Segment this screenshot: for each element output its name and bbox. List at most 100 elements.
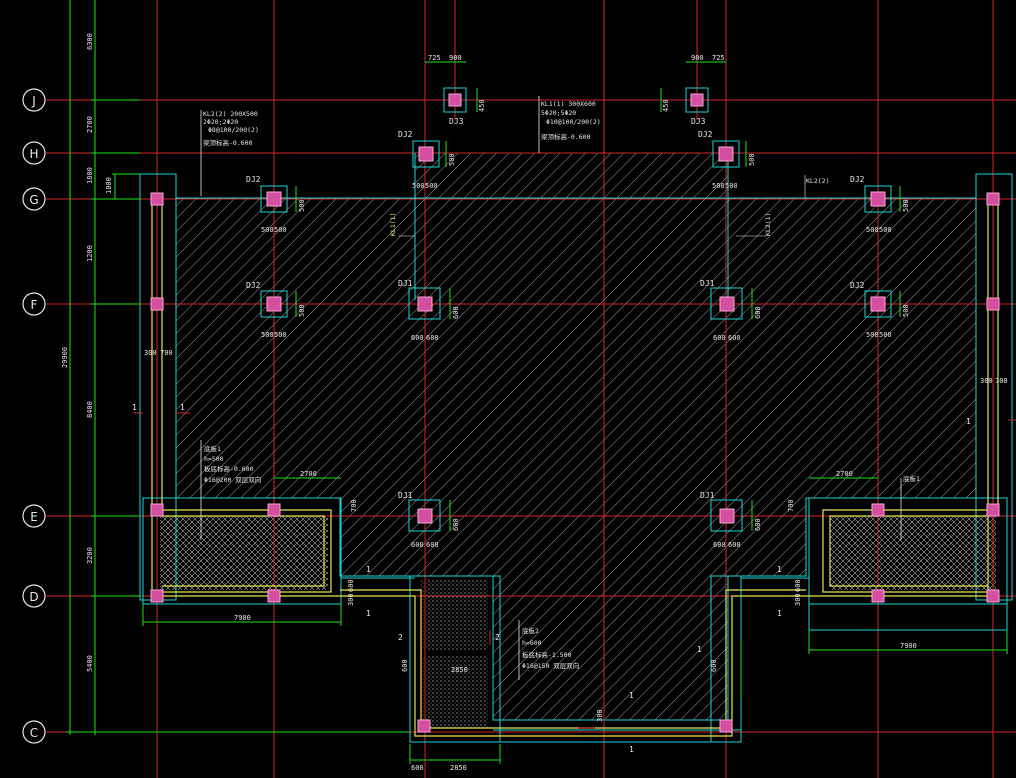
footing-dj2-f-right[interactable]: DJ2 500 500 500 — [850, 281, 910, 339]
svg-text:600: 600 — [710, 659, 718, 672]
beam-tag-kl2: KL2(1) — [764, 213, 772, 236]
svg-text:300: 300 — [794, 593, 802, 606]
svg-text:DJ2: DJ2 — [246, 175, 261, 184]
svg-text:DJ2: DJ2 — [246, 281, 261, 290]
svg-text:500: 500 — [261, 331, 274, 339]
svg-text:600: 600 — [794, 579, 802, 592]
svg-text:300: 300 — [347, 593, 355, 606]
bottom-dimensions: 7900 7900 2700 2700 600 2850 2850 600 60… — [142, 349, 1008, 772]
svg-text:500: 500 — [261, 226, 274, 234]
svg-text:底板1: 底板1 — [204, 444, 221, 453]
svg-text:725: 725 — [428, 54, 441, 62]
column[interactable] — [150, 297, 164, 311]
svg-text:5Φ20;5Φ20: 5Φ20;5Φ20 — [541, 109, 576, 117]
section-marks: 1 1 1 1 1 1 1 2 2 1 1 1 — [132, 403, 1016, 754]
svg-text:2850: 2850 — [450, 764, 467, 772]
column[interactable] — [267, 503, 281, 517]
svg-text:450: 450 — [662, 99, 670, 112]
column[interactable] — [267, 589, 281, 603]
axis-bubble-c[interactable]: C — [22, 720, 46, 744]
beam-tag-kl1: KL1(1) — [389, 213, 397, 236]
svg-text:600: 600 — [728, 541, 741, 549]
axis-bubble-e[interactable]: E — [22, 504, 46, 528]
columns — [150, 192, 1000, 733]
svg-text:500: 500 — [298, 199, 306, 212]
svg-text:1: 1 — [629, 691, 634, 700]
svg-text:Φ16@200 双层双向: Φ16@200 双层双向 — [204, 475, 261, 484]
beam-note-left[interactable]: KL2(2) 200X500 2Φ20;2Φ20 Φ8@100/200(2) 梁… — [200, 110, 259, 196]
left-dimension-chain: 1000 6300 2700 1800 1200 29900 8400 3200… — [61, 0, 410, 735]
column[interactable] — [986, 192, 1000, 206]
footing-dj2-g-right[interactable]: DJ2 500 500 500 — [850, 175, 910, 234]
column[interactable] — [150, 503, 164, 517]
svg-text:DJ2: DJ2 — [850, 175, 865, 184]
column[interactable] — [871, 589, 885, 603]
svg-text:900: 900 — [449, 54, 462, 62]
svg-text:600: 600 — [401, 659, 409, 672]
svg-text:600: 600 — [452, 518, 460, 531]
svg-text:梁顶标高-0.600: 梁顶标高-0.600 — [203, 138, 253, 147]
svg-text:1: 1 — [132, 403, 137, 412]
footing-dj1-e-left[interactable]: DJ1 600 600 600 — [398, 491, 460, 549]
svg-text:3200: 3200 — [86, 547, 94, 564]
footing-dj2-h-right[interactable]: DJ2 500 500 500 — [698, 130, 756, 190]
svg-text:300: 300 — [144, 349, 157, 357]
slab-note-right[interactable]: 底板1 — [900, 474, 920, 540]
svg-text:300: 300 — [596, 709, 604, 722]
svg-text:600: 600 — [411, 334, 424, 342]
axis-bubble-g[interactable]: G — [22, 187, 46, 211]
column[interactable] — [150, 192, 164, 206]
svg-text:7900: 7900 — [234, 614, 251, 622]
column[interactable] — [986, 589, 1000, 603]
right-crosshatch-zone — [830, 516, 996, 590]
beam-note-middle[interactable]: KL1(1) 300X600 5Φ20;5Φ20 Φ10@100/200(2) … — [538, 96, 601, 153]
svg-text:500: 500 — [879, 331, 892, 339]
axis-bubble-d[interactable]: D — [22, 584, 46, 608]
svg-text:500: 500 — [725, 182, 738, 190]
svg-text:F: F — [31, 298, 38, 312]
column[interactable] — [150, 589, 164, 603]
column[interactable] — [871, 503, 885, 517]
column[interactable] — [719, 719, 733, 733]
axis-bubble-h[interactable]: H — [22, 141, 46, 165]
footing-dj1-e-right[interactable]: DJ1 600 600 600 — [700, 491, 762, 549]
column[interactable] — [986, 297, 1000, 311]
svg-text:DJ2: DJ2 — [398, 130, 413, 139]
slab-note-pit[interactable]: 底板2 h=600 板底标高-1.500 Φ16@150 双层双向 — [518, 620, 579, 680]
svg-text:G: G — [29, 193, 38, 207]
pit-dotted-zone-upper — [421, 580, 488, 650]
svg-text:700: 700 — [160, 349, 173, 357]
svg-text:29900: 29900 — [61, 347, 69, 368]
svg-text:板底标高-1.500: 板底标高-1.500 — [522, 650, 572, 659]
svg-text:DJ1: DJ1 — [700, 491, 715, 500]
svg-text:600: 600 — [411, 764, 424, 772]
footing-dj2-f-left[interactable]: DJ2 500 500 500 — [246, 281, 306, 339]
footing-dj1-f-left[interactable]: DJ1 600 600 600 — [398, 279, 460, 342]
footing-dj1-f-right[interactable]: DJ1 600 600 600 — [700, 279, 762, 342]
slab-note-left[interactable]: 底板1 h=500 板底标高-0.600 Φ16@200 双层双向 — [200, 440, 261, 540]
svg-text:600: 600 — [452, 306, 460, 319]
svg-text:2: 2 — [495, 633, 500, 642]
svg-text:700: 700 — [995, 377, 1008, 385]
svg-text:500: 500 — [748, 153, 756, 166]
footing-dj2-g-left[interactable]: DJ2 500 500 500 — [246, 175, 306, 234]
footing-dj3-right[interactable]: DJ3 900 725 450 — [660, 54, 726, 126]
svg-text:底板2: 底板2 — [522, 626, 539, 635]
svg-text:700: 700 — [787, 499, 795, 512]
svg-text:梁顶标高-0.600: 梁顶标高-0.600 — [541, 132, 591, 141]
svg-text:1800: 1800 — [86, 167, 94, 184]
axis-bubble-f[interactable]: F — [22, 292, 46, 316]
axis-bubble-j[interactable]: J — [22, 88, 46, 112]
column[interactable] — [417, 719, 431, 733]
svg-text:1200: 1200 — [86, 245, 94, 262]
footing-dj3-left[interactable]: DJ3 725 900 450 — [425, 54, 486, 126]
column[interactable] — [986, 503, 1000, 517]
svg-text:500: 500 — [274, 331, 287, 339]
pit-dotted-zone-lower — [421, 656, 488, 728]
svg-text:500: 500 — [448, 153, 456, 166]
footing-dj2-h-left[interactable]: DJ2 500 500 500 — [398, 130, 456, 190]
svg-text:450: 450 — [478, 99, 486, 112]
svg-text:2700: 2700 — [836, 470, 853, 478]
left-crosshatch-zone — [160, 516, 328, 590]
